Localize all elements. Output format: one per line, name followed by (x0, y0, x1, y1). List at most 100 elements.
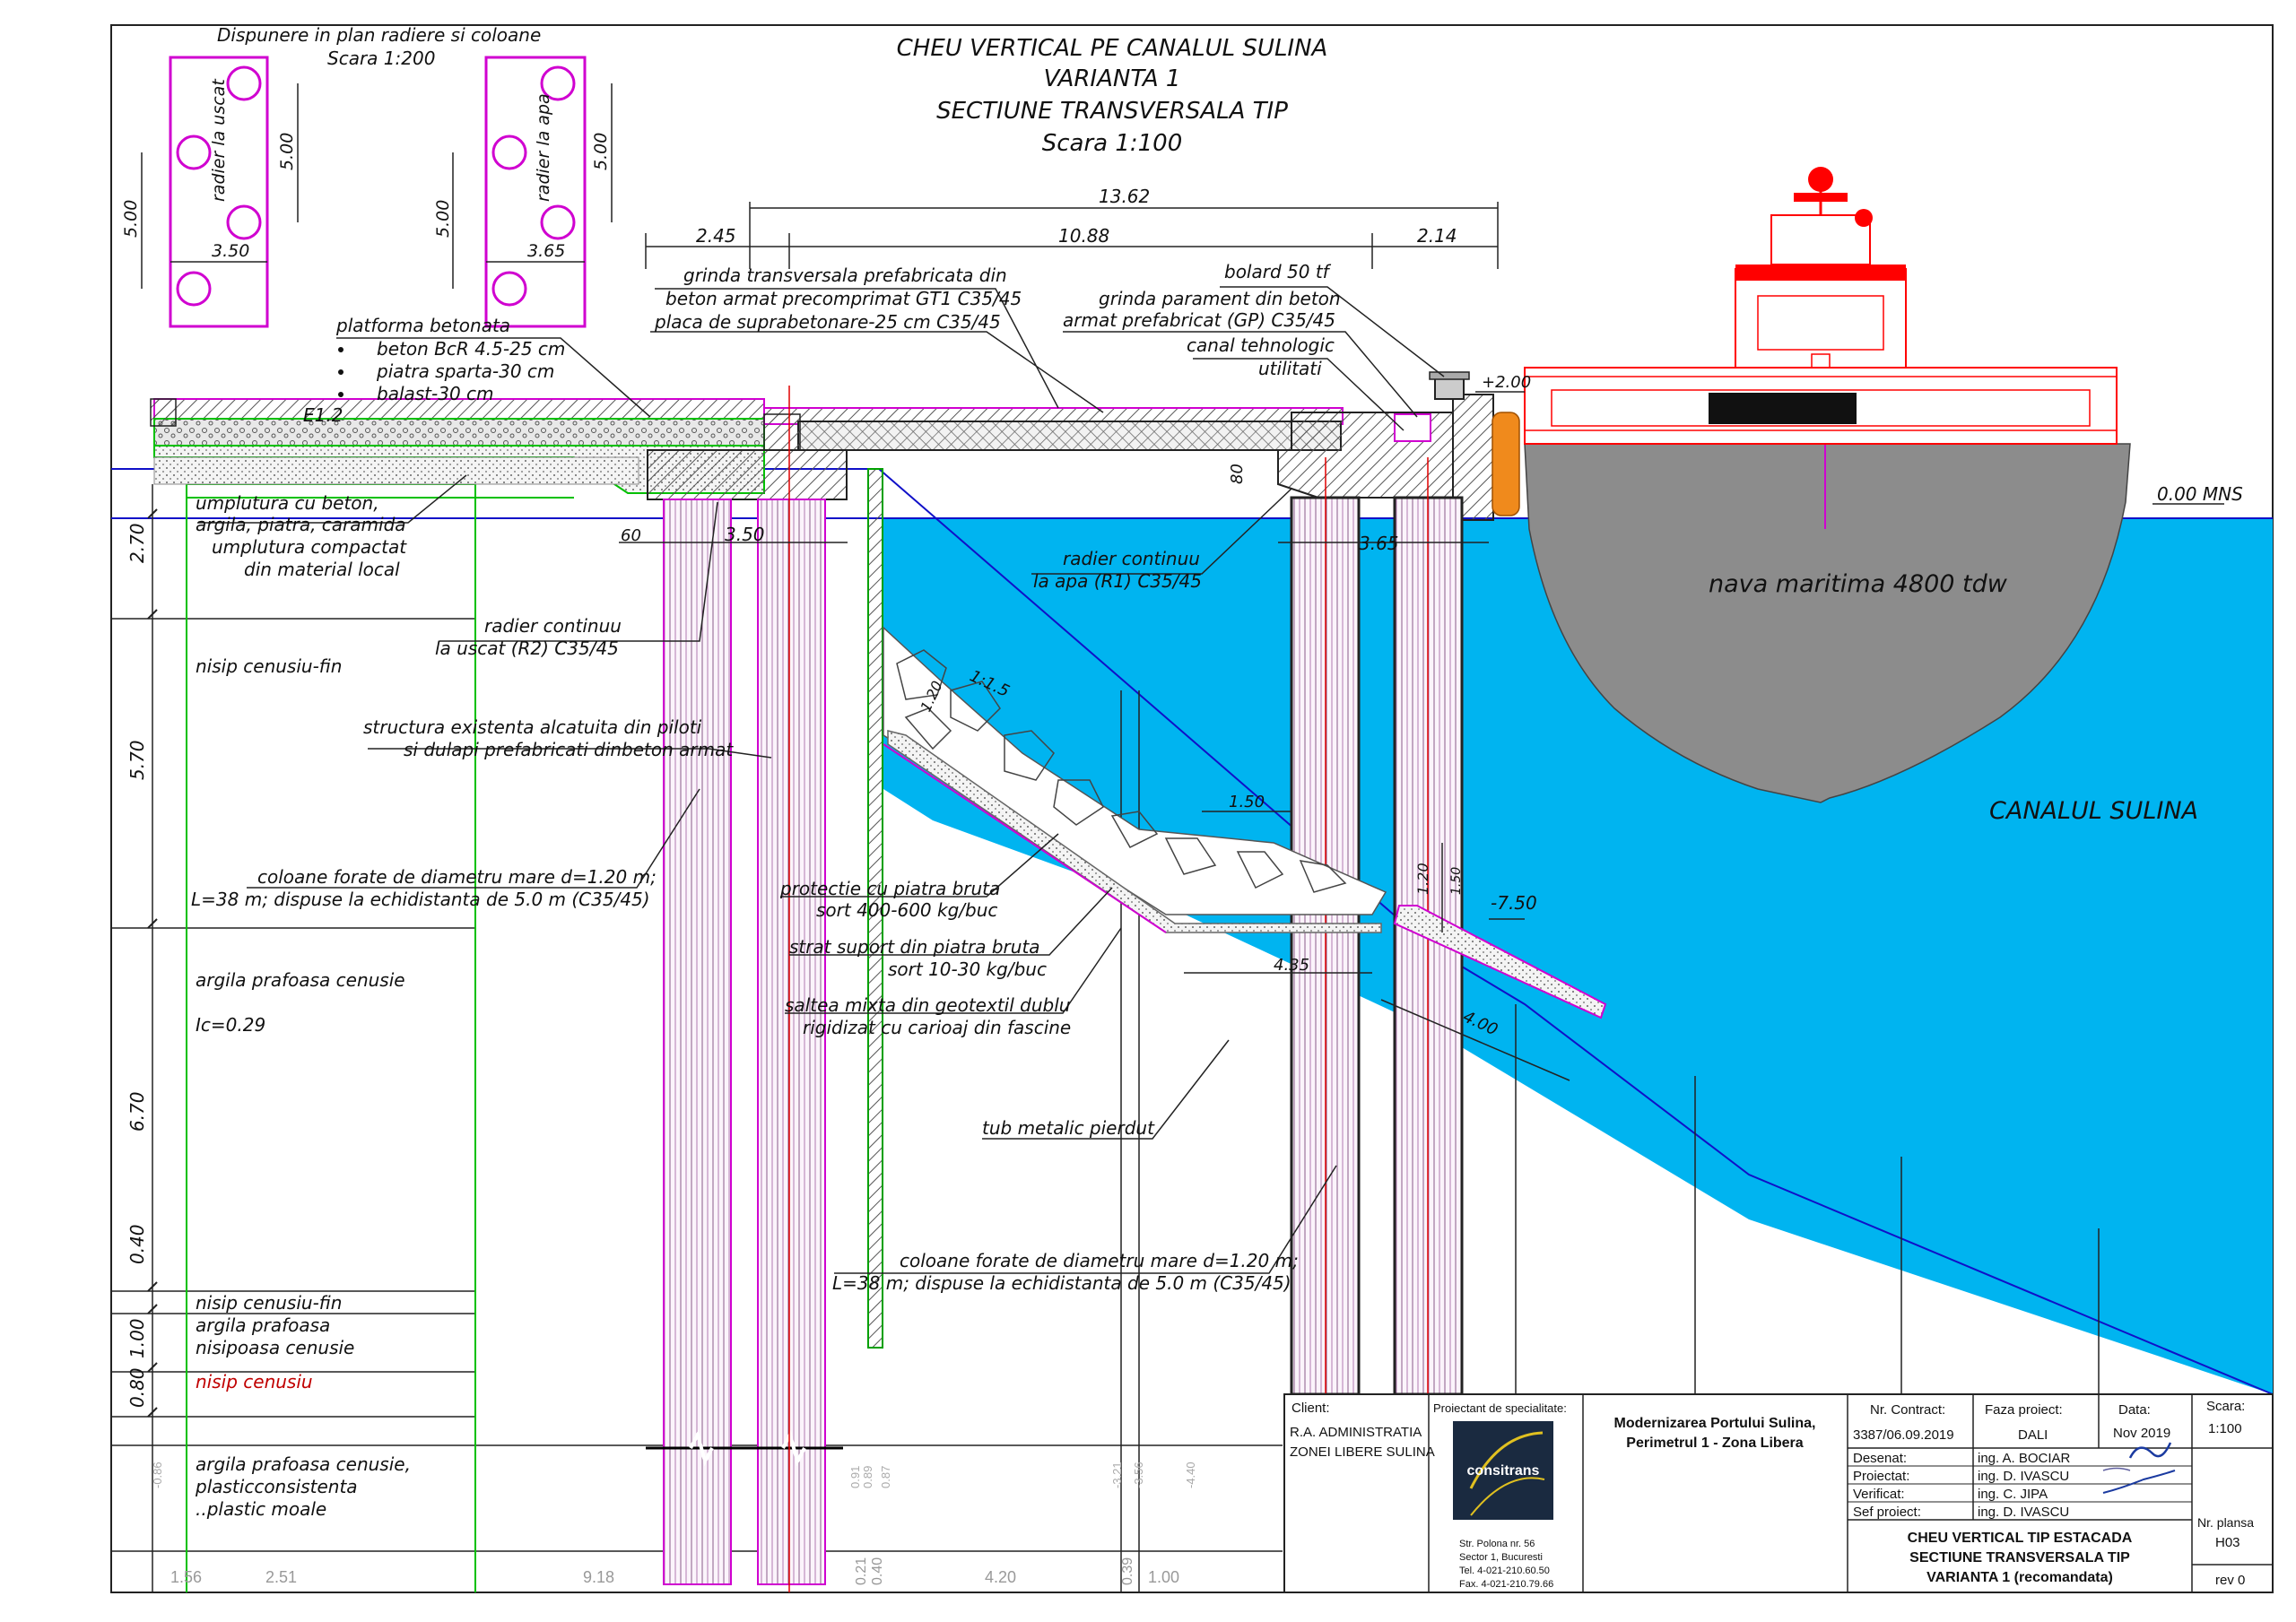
label-saltea-2: rigidizat cu carioaj din fascine (803, 1017, 1071, 1038)
dim-left: 2.45 (696, 225, 736, 247)
thickness-5: 0.80 (126, 1367, 148, 1408)
bullet-1 (338, 347, 344, 352)
label-level-2: +2.00 (1482, 373, 1531, 392)
label-coloane-left-1: coloane forate de diametru mare d=1.20 m… (257, 866, 657, 888)
tb-name-1: ing. A. BOCIAR (1978, 1451, 2071, 1466)
radier-uscat (647, 449, 848, 500)
label-grinda-transv-1: grinda transversala prefabricata din (683, 265, 1007, 286)
label-e12: E1.2 (303, 404, 343, 426)
plan-left-width: 3.50 (212, 241, 249, 261)
tb-address-4: Fax. 4-021-210.79.66 (1459, 1579, 1553, 1590)
label-umplutura-4: din material local (244, 559, 400, 580)
plan-scale: Scara 1:200 (327, 48, 435, 69)
faint-level-2: 0.91 (848, 1466, 862, 1488)
label-d150: 1.50 (1229, 793, 1265, 811)
tb-phase-label: Faza proiect: (1985, 1402, 2063, 1418)
tb-name-2: ing. D. IVASCU (1978, 1469, 2069, 1484)
bottom-dim-7: 0.39 (1120, 1557, 1135, 1585)
tb-name-4: ing. D. IVASCU (1978, 1505, 2069, 1520)
plan-dim-1: 5.00 (121, 200, 141, 238)
tb-address-3: Tel. 4-021-210.60.50 (1459, 1566, 1550, 1576)
soil-layer-4b: nisipoasa cenusie (196, 1337, 354, 1358)
tb-drawing-2: SECTIUNE TRANSVERSALA TIP (1909, 1550, 2130, 1566)
tb-address-2: Sector 1, Bucuresti (1459, 1552, 1543, 1563)
bottom-dim-8: 1.00 (1148, 1568, 1179, 1586)
tb-client-1: R.A. ADMINISTRATIA (1290, 1425, 1422, 1440)
label-structura-1: structura existenta alcatuita din piloti (363, 716, 702, 738)
soil-layer-2-ic: Ic=0.29 (196, 1014, 265, 1036)
tb-role-4: Sef proiect: (1853, 1505, 1921, 1520)
label-canal-sulina: CANALUL SULINA (1989, 797, 2198, 825)
label-level-75: -7.50 (1491, 892, 1537, 914)
title-line-3: SECTIUNE TRANSVERSALA TIP (936, 98, 1288, 125)
leader-lines (197, 286, 1445, 1274)
plan-dim-4: 5.00 (591, 133, 611, 170)
label-nava: nava maritima 4800 tdw (1709, 570, 2008, 598)
tb-date: Nov 2019 (2113, 1426, 2170, 1441)
tb-contract-label: Nr. Contract: (1870, 1402, 1945, 1418)
bullet-3 (338, 392, 344, 397)
bollard (1434, 376, 1465, 400)
bottom-dim-2: 2.51 (265, 1568, 297, 1586)
tb-contract: 3387/06.09.2019 (1853, 1427, 1954, 1443)
label-protectie-1: protectie cu piatra bruta (779, 878, 1000, 899)
platform-gravel (153, 418, 765, 447)
label-d350: 3.50 (725, 524, 765, 545)
columns-left (646, 499, 843, 1585)
thickness-3: 0.40 (126, 1224, 148, 1264)
tb-project-1: Modernizarea Portului Sulina, (1614, 1416, 1816, 1431)
soil-layer-5: nisip cenusiu (196, 1371, 313, 1392)
columns-right (1290, 457, 1464, 1396)
blue-slope-line (878, 468, 2274, 1395)
bollard-cap (1429, 371, 1470, 380)
tb-sheet-label: Nr. plansa (2197, 1515, 2254, 1530)
label-bolard: bolard 50 tf (1224, 261, 1332, 282)
soil-layer-3: nisip cenusiu-fin (196, 1292, 342, 1314)
faint-level-1: -0.86 (151, 1462, 164, 1488)
faint-level-5: -3.21 (1110, 1462, 1124, 1488)
label-platforma-item-2: piatra sparta-30 cm (376, 360, 554, 382)
label-radier-apa-2: la apa (R1) C35/45 (1033, 570, 1202, 592)
label-strat-2: sort 10-30 kg/buc (888, 958, 1047, 980)
label-strat-1: strat suport din piatra bruta (789, 936, 1040, 958)
plan-right-width: 3.65 (527, 241, 565, 261)
label-canal-2: utilitati (1258, 358, 1322, 379)
tb-drawing-3: VARIANTA 1 (recomandata) (1926, 1570, 2113, 1585)
title-line-2: VARIANTA 1 (1044, 65, 1181, 92)
bottom-dim-1: 1.56 (170, 1568, 202, 1586)
label-radier-uscat-2: la uscat (R2) C35/45 (435, 638, 619, 659)
plan-right-label: radier la apa (534, 93, 553, 202)
tb-project-2: Perimetrul 1 - Zona Libera (1626, 1436, 1803, 1451)
thickness-ticks (147, 508, 158, 1418)
deck-left-block (763, 413, 801, 451)
dim-right: 2.14 (1417, 225, 1457, 247)
label-protectie-2: sort 400-600 kg/buc (816, 899, 997, 921)
label-umplutura-1: umplutura cu beton, (196, 492, 379, 514)
soil-layer-6b: plasticconsistenta (195, 1476, 358, 1497)
soil-layer-4a: argila prafoasa (196, 1314, 330, 1336)
tb-name-3: ing. C. JIPA (1978, 1487, 2048, 1502)
soil-layer-2: argila prafoasa cenusie (196, 969, 405, 991)
dimension-lines (619, 202, 1570, 1081)
tb-drawing-1: CHEU VERTICAL TIP ESTACADA (1908, 1531, 2133, 1546)
tb-date-label: Data: (2118, 1402, 2151, 1418)
plan-radier-apa (484, 56, 587, 328)
label-platforma-item-1: beton BcR 4.5-25 cm (377, 338, 565, 360)
label-d80: 80 (1228, 464, 1247, 484)
label-grinda-param-1: grinda parament din beton (1099, 288, 1341, 309)
label-coloane-right-1: coloane forate de diametru mare d=1.20 m… (900, 1250, 1299, 1271)
label-d365: 3.65 (1359, 533, 1399, 554)
thickness-2: 6.70 (126, 1091, 148, 1132)
bottom-dim-3: 9.18 (583, 1568, 614, 1586)
tb-designer-label: Proiectant de specialitate: (1433, 1401, 1567, 1415)
bullet-2 (338, 369, 344, 375)
tb-role-3: Verificat: (1853, 1487, 1905, 1502)
plan-title: Dispunere in plan radiere si coloane (217, 24, 541, 46)
plan-left-label: radier la uscat (209, 78, 229, 202)
soil-layer-6c: ..plastic moale (196, 1498, 326, 1520)
tb-phase: DALI (2018, 1427, 2048, 1443)
bottom-dim-6: 4.20 (985, 1568, 1016, 1586)
tb-scale-label: Scara: (2206, 1399, 2245, 1414)
bottom-dim-5: 0.40 (870, 1557, 885, 1585)
